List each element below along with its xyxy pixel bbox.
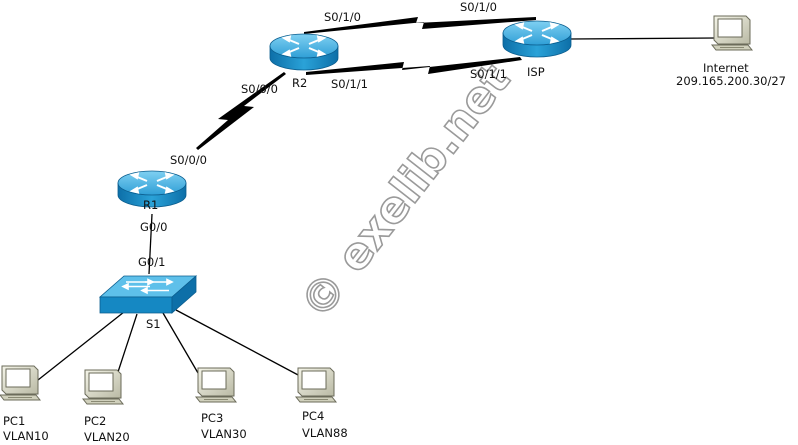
pc3-vlan-label: VLAN30 xyxy=(201,427,247,441)
router-r2-icon[interactable] xyxy=(269,33,339,71)
serial-link-r1-r2 xyxy=(196,72,286,150)
pc1-label: PC1 xyxy=(3,414,25,428)
interface-isp-s010-label: S0/1/0 xyxy=(460,0,497,14)
pc4-vlan-label: VLAN88 xyxy=(302,426,348,440)
interface-r2-s000-label: S0/0/0 xyxy=(241,82,278,96)
interface-r1-g00-label: G0/0 xyxy=(140,220,167,234)
switch-s1-icon[interactable] xyxy=(98,275,198,314)
link-s1-pc1 xyxy=(37,311,125,381)
serial-link-r2-isp-s011 xyxy=(306,57,522,75)
pc2-vlan-label: VLAN20 xyxy=(84,430,130,444)
watermark-text: © exelib.net xyxy=(290,55,520,329)
router-isp-icon[interactable] xyxy=(502,20,572,58)
interface-s1-g01-label: G0/1 xyxy=(138,255,165,269)
internet-address-label: 209.165.200.30/27 xyxy=(676,74,786,88)
pc2-icon[interactable] xyxy=(82,369,124,405)
link-s1-pc2 xyxy=(117,313,138,373)
interface-r2-s010-label: S0/1/0 xyxy=(324,10,361,24)
pc4-icon[interactable] xyxy=(295,367,337,403)
links xyxy=(37,17,717,381)
pc2-label: PC2 xyxy=(84,414,106,428)
interface-isp-s011-label: S0/1/1 xyxy=(470,67,507,81)
switch-s1-label: S1 xyxy=(146,317,161,331)
link-s1-pc3 xyxy=(162,312,199,374)
interface-r1-s000-label: S0/0/0 xyxy=(170,153,207,167)
link-s1-pc4 xyxy=(175,309,301,377)
link-isp-internet xyxy=(569,37,717,40)
link-r1-s1 xyxy=(148,213,153,275)
pc3-icon[interactable] xyxy=(195,367,237,403)
pc4-label: PC4 xyxy=(302,409,324,423)
pc1-vlan-label: VLAN10 xyxy=(3,429,49,443)
pc-internet-icon[interactable] xyxy=(711,15,753,51)
router-r1-label: R1 xyxy=(143,198,158,212)
interface-r2-s011-label: S0/1/1 xyxy=(331,77,368,91)
serial-link-r2-isp-s010 xyxy=(304,17,536,34)
router-r2-label: R2 xyxy=(292,76,307,90)
router-isp-label: ISP xyxy=(527,65,545,79)
pc3-label: PC3 xyxy=(201,411,223,425)
pc1-icon[interactable] xyxy=(0,365,41,401)
internet-label: Internet xyxy=(703,61,749,75)
